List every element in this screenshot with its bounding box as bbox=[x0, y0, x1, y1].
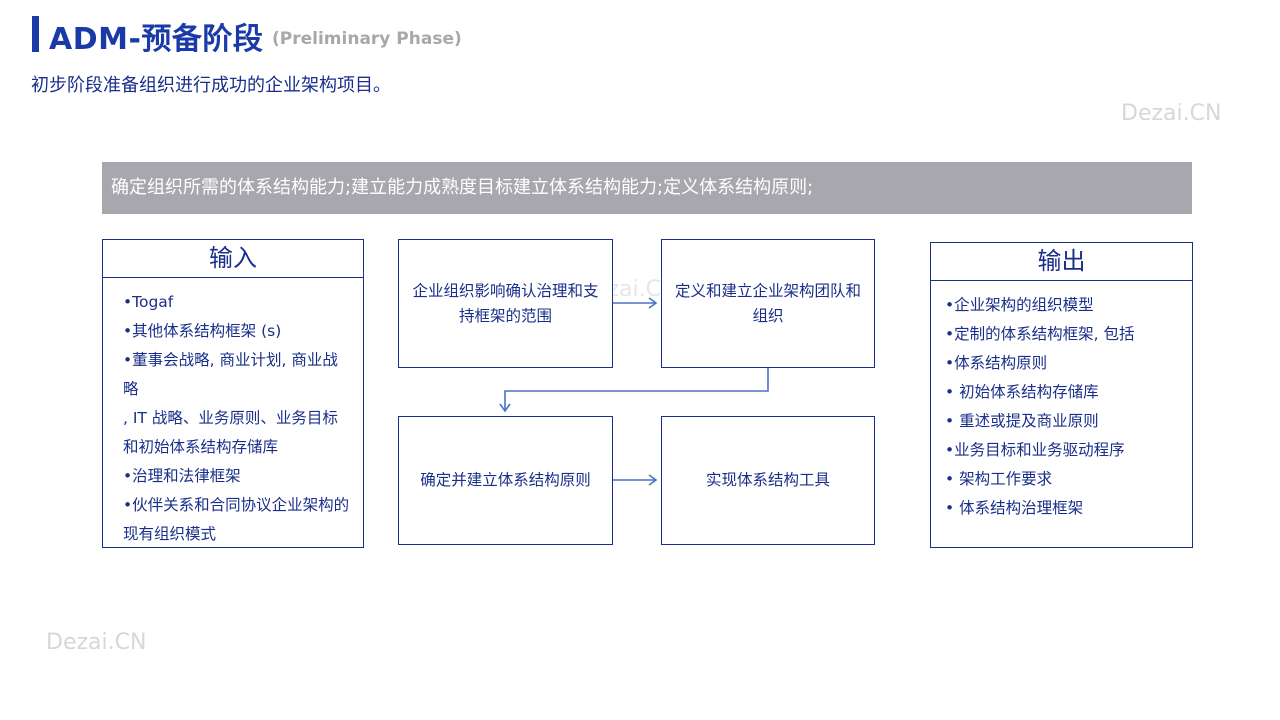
input-panel: 输入 •Togaf •其他体系结构框架 (s) •董事会战略, 商业计划, 商业… bbox=[102, 239, 364, 548]
page-subtitle: (Preliminary Phase) bbox=[272, 29, 462, 49]
output-item: •体系结构原则 bbox=[945, 354, 1048, 372]
output-item: • 架构工作要求 bbox=[945, 470, 1053, 488]
output-list: •企业架构的组织模型 •定制的体系结构框架, 包括 •体系结构原则 • 初始体系… bbox=[931, 281, 1192, 523]
output-item: • 体系结构治理框架 bbox=[945, 499, 1084, 517]
process-step-2: 定义和建立企业架构团队和组织 bbox=[661, 239, 875, 368]
output-item: •业务目标和业务驱动程序 bbox=[945, 441, 1125, 459]
output-item: •企业架构的组织模型 bbox=[945, 296, 1094, 314]
input-list: •Togaf •其他体系结构框架 (s) •董事会战略, 商业计划, 商业战略 … bbox=[103, 278, 363, 549]
watermark-top-right: Dezai.CN bbox=[1121, 101, 1222, 126]
title-accent-bar bbox=[32, 16, 39, 52]
process-step-1: 企业组织影响确认治理和支持框架的范围 bbox=[398, 239, 613, 368]
input-item: 和初始体系结构存储库 bbox=[123, 438, 279, 456]
output-item: •定制的体系结构框架, 包括 bbox=[945, 325, 1135, 343]
arrow-step2-to-step3 bbox=[504, 368, 769, 410]
input-item: •治理和法律框架 bbox=[123, 467, 241, 485]
page-title: ADM-预备阶段 bbox=[49, 22, 264, 57]
arrow-step3-to-step4-head bbox=[648, 474, 658, 486]
output-panel: 输出 •企业架构的组织模型 •定制的体系结构框架, 包括 •体系结构原则 • 初… bbox=[930, 242, 1193, 548]
input-item: •Togaf bbox=[123, 293, 174, 311]
objectives-banner: 确定组织所需的体系结构能力;建立能力成熟度目标建立体系结构能力;定义体系结构原则… bbox=[102, 162, 1192, 214]
intro-text: 初步阶段准备组织进行成功的企业架构项目。 bbox=[31, 75, 391, 96]
output-panel-heading: 输出 bbox=[931, 243, 1192, 281]
arrow-step2-to-step3-head bbox=[499, 403, 511, 413]
input-item: •伙伴关系和合同协议企业架构的 bbox=[123, 496, 350, 514]
watermark-bottom-left: Dezai.CN bbox=[46, 630, 147, 655]
output-item: • 初始体系结构存储库 bbox=[945, 383, 1099, 401]
input-item: , IT 战略、业务原则、业务目标 bbox=[123, 409, 338, 427]
input-item: 现有组织模式 bbox=[123, 525, 217, 543]
process-step-4: 实现体系结构工具 bbox=[661, 416, 875, 545]
arrow-step1-to-step2-head bbox=[648, 297, 658, 309]
input-item: •董事会战略, 商业计划, 商业战略 bbox=[123, 351, 338, 398]
output-item: • 重述或提及商业原则 bbox=[945, 412, 1099, 430]
input-item: •其他体系结构框架 (s) bbox=[123, 322, 282, 340]
input-panel-heading: 输入 bbox=[103, 240, 363, 278]
process-step-3: 确定并建立体系结构原则 bbox=[398, 416, 613, 545]
